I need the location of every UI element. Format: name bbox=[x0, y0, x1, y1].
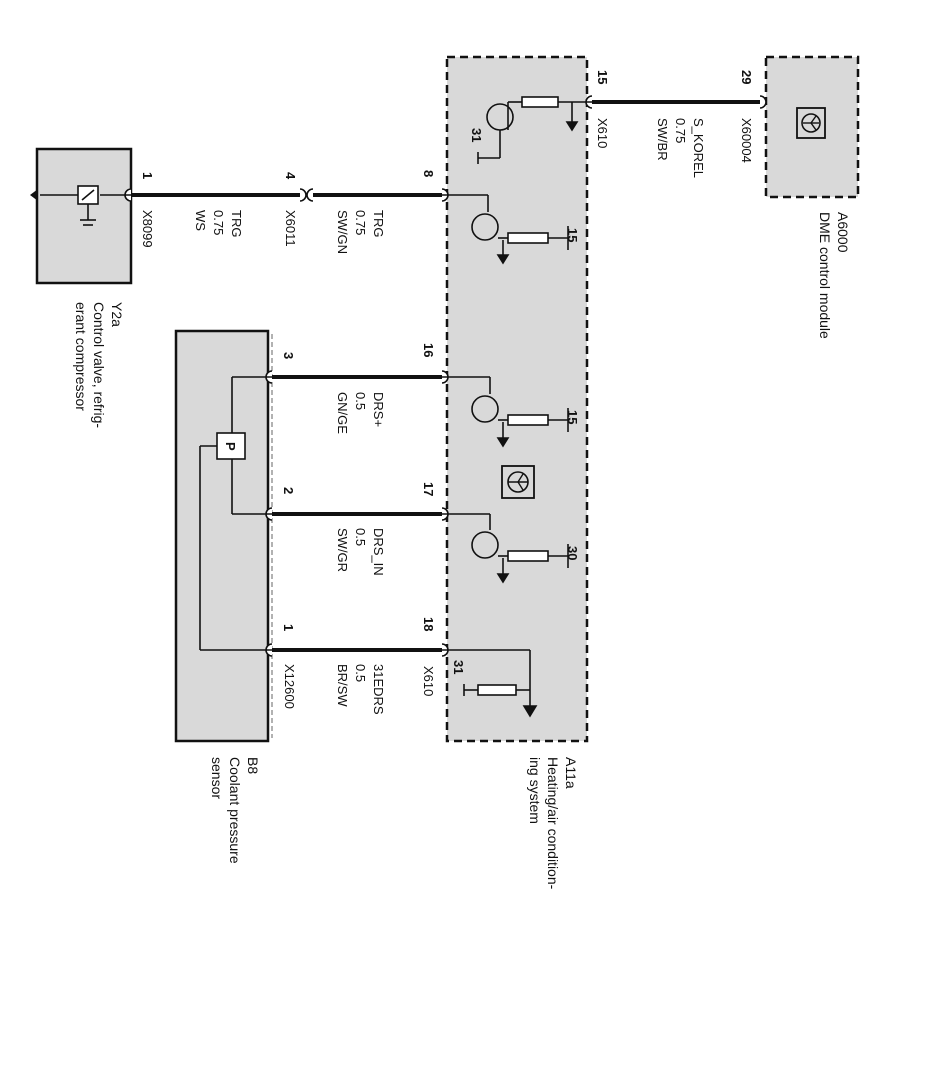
connector-x610-top: X610 bbox=[595, 118, 610, 148]
wire-drs-plus-signal: DRS+ bbox=[371, 392, 386, 427]
wire-korel-signal: S_KOREL bbox=[691, 118, 706, 178]
wire-edrs-size: 0.5 bbox=[353, 664, 368, 682]
hvac-transistor-pin8 bbox=[442, 194, 569, 265]
wire-drs-in-size: 0.5 bbox=[353, 528, 368, 546]
pin-x6011-4: 4 bbox=[283, 172, 298, 180]
connector-x6011-right-marker bbox=[306, 188, 314, 202]
wire-korel-size: 0.75 bbox=[673, 118, 688, 143]
pin-hvac-18: 18 bbox=[421, 617, 436, 631]
sensor-box bbox=[174, 329, 270, 743]
wire-trg-a-color: SW/GN bbox=[335, 210, 350, 254]
valve-name-line2: erant compressor bbox=[73, 302, 89, 411]
dme-id: A6000 bbox=[835, 212, 851, 253]
pin-labels: 29 15 8 16 17 18 4 1 3 2 1 bbox=[140, 70, 754, 631]
dme-control-unit-icon bbox=[796, 107, 826, 139]
pin-hvac-15: 15 bbox=[595, 70, 610, 84]
sensor-pressure-circuit bbox=[199, 376, 272, 651]
hvac-transistor-pin16 bbox=[442, 376, 569, 448]
term-15-a: 15 bbox=[565, 228, 580, 242]
sensor-id: B8 bbox=[245, 757, 261, 774]
pin-sensor-2: 2 bbox=[281, 487, 296, 494]
valve-id: Y2a bbox=[109, 302, 125, 327]
component-labels: A6000 DME control module A11a Heating/ai… bbox=[73, 212, 851, 890]
pin-valve-1: 1 bbox=[140, 172, 155, 179]
valve-ground-arrow-icon bbox=[30, 189, 38, 201]
hvac-name-line1: Heating/air condition- bbox=[545, 757, 561, 890]
valve-solenoid-icon bbox=[40, 185, 131, 226]
pin-hvac-8: 8 bbox=[421, 170, 436, 177]
dme-name: DME control module bbox=[817, 212, 833, 339]
wire-labels: S_KOREL 0.75 SW/BR TRG 0.75 SW/GN TRG 0.… bbox=[193, 118, 706, 715]
sensor-name-line2: sensor bbox=[209, 757, 225, 799]
valve-name-line1: Control valve, refrig- bbox=[91, 302, 107, 428]
connector-x610-bottom: X610 bbox=[421, 666, 436, 696]
valve-box bbox=[35, 147, 133, 285]
wire-drs-in-signal: DRS_IN bbox=[371, 528, 386, 576]
internal-terminal-labels: 31 15 15 30 31 P bbox=[223, 128, 580, 674]
hvac-control-unit-icon bbox=[501, 465, 535, 499]
pin-sensor-1: 1 bbox=[281, 624, 296, 631]
wire-edrs-color: BR/SW bbox=[335, 664, 350, 707]
wire-trg-a-size: 0.75 bbox=[353, 210, 368, 235]
term-31-bottom: 31 bbox=[451, 660, 466, 674]
connector-x60004: X60004 bbox=[739, 118, 754, 163]
hvac-top-transistor-circuit bbox=[477, 96, 592, 164]
connector-x60004-marker bbox=[759, 95, 767, 109]
hvac-module-box bbox=[445, 55, 589, 743]
pin-dme-29: 29 bbox=[739, 70, 754, 84]
wire-drs-plus-size: 0.5 bbox=[353, 392, 368, 410]
wire-trg-a-signal: TRG bbox=[371, 210, 386, 237]
connector-labels: X60004 X610 X610 X8099 X6011 X12600 bbox=[140, 118, 754, 709]
pin-hvac-17: 17 bbox=[421, 482, 436, 496]
wire-trg-b-color: WS bbox=[193, 210, 208, 231]
connector-x12600: X12600 bbox=[282, 664, 297, 709]
dme-control-module-box bbox=[764, 55, 860, 199]
term-30: 30 bbox=[565, 546, 580, 560]
pin-sensor-3: 3 bbox=[281, 352, 296, 359]
wire-edrs-signal: 31EDRS bbox=[371, 664, 386, 715]
hvac-id: A11a bbox=[563, 757, 579, 789]
term-31-top: 31 bbox=[469, 128, 484, 142]
term-15-b: 15 bbox=[565, 410, 580, 424]
hvac-transistor-pin17 bbox=[442, 513, 569, 584]
connector-x6011: X6011 bbox=[283, 210, 298, 247]
sensor-name-line1: Coolant pressure bbox=[227, 757, 243, 864]
wire-trg-b-size: 0.75 bbox=[211, 210, 226, 235]
wire-korel-color: SW/BR bbox=[655, 118, 670, 161]
connector-x8099: X8099 bbox=[140, 210, 155, 248]
wire-trg-b-signal: TRG bbox=[229, 210, 244, 237]
hvac-name-line2: ing system bbox=[527, 757, 543, 824]
sensor-p-symbol: P bbox=[223, 442, 238, 451]
connector-x6011-left-marker bbox=[299, 188, 307, 202]
wire-drs-plus-color: GN/GE bbox=[335, 392, 350, 434]
wires bbox=[131, 100, 760, 652]
pin-hvac-16: 16 bbox=[421, 343, 436, 357]
hvac-ground-circuit-pin18 bbox=[442, 649, 538, 718]
wire-drs-in-color: SW/GR bbox=[335, 528, 350, 572]
